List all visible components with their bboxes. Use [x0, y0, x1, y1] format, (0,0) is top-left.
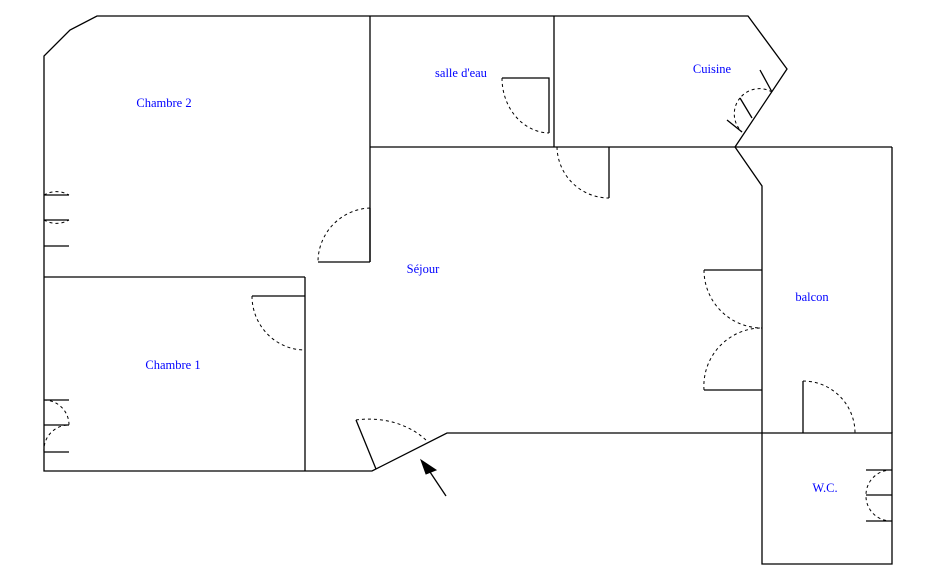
label-cuisine: Cuisine	[693, 62, 732, 76]
room-labels: Chambre 2 salle d'eau Cuisine Séjour bal…	[136, 62, 837, 495]
label-chambre-1: Chambre 1	[145, 358, 200, 372]
label-chambre-2: Chambre 2	[136, 96, 191, 110]
door-balcon-lower	[802, 380, 856, 434]
door-entrance	[355, 418, 429, 470]
doors	[43, 69, 893, 522]
door-chambre2	[317, 207, 371, 263]
label-sejour: Séjour	[407, 262, 440, 276]
window-cuisine	[726, 69, 773, 133]
window-chambre2	[43, 191, 70, 247]
label-balcon: balcon	[795, 290, 829, 304]
door-sejour-top	[556, 146, 610, 199]
window-chambre1	[43, 399, 70, 453]
door-salle-deau	[501, 77, 550, 134]
door-balcon	[703, 269, 763, 391]
door-chambre1	[251, 295, 306, 351]
window-wc	[865, 469, 893, 522]
label-wc: W.C.	[812, 481, 837, 495]
walls	[43, 15, 893, 565]
label-salle-deau: salle d'eau	[435, 66, 488, 80]
outer-wall	[43, 15, 893, 565]
entrance-arrow-icon	[420, 458, 447, 497]
